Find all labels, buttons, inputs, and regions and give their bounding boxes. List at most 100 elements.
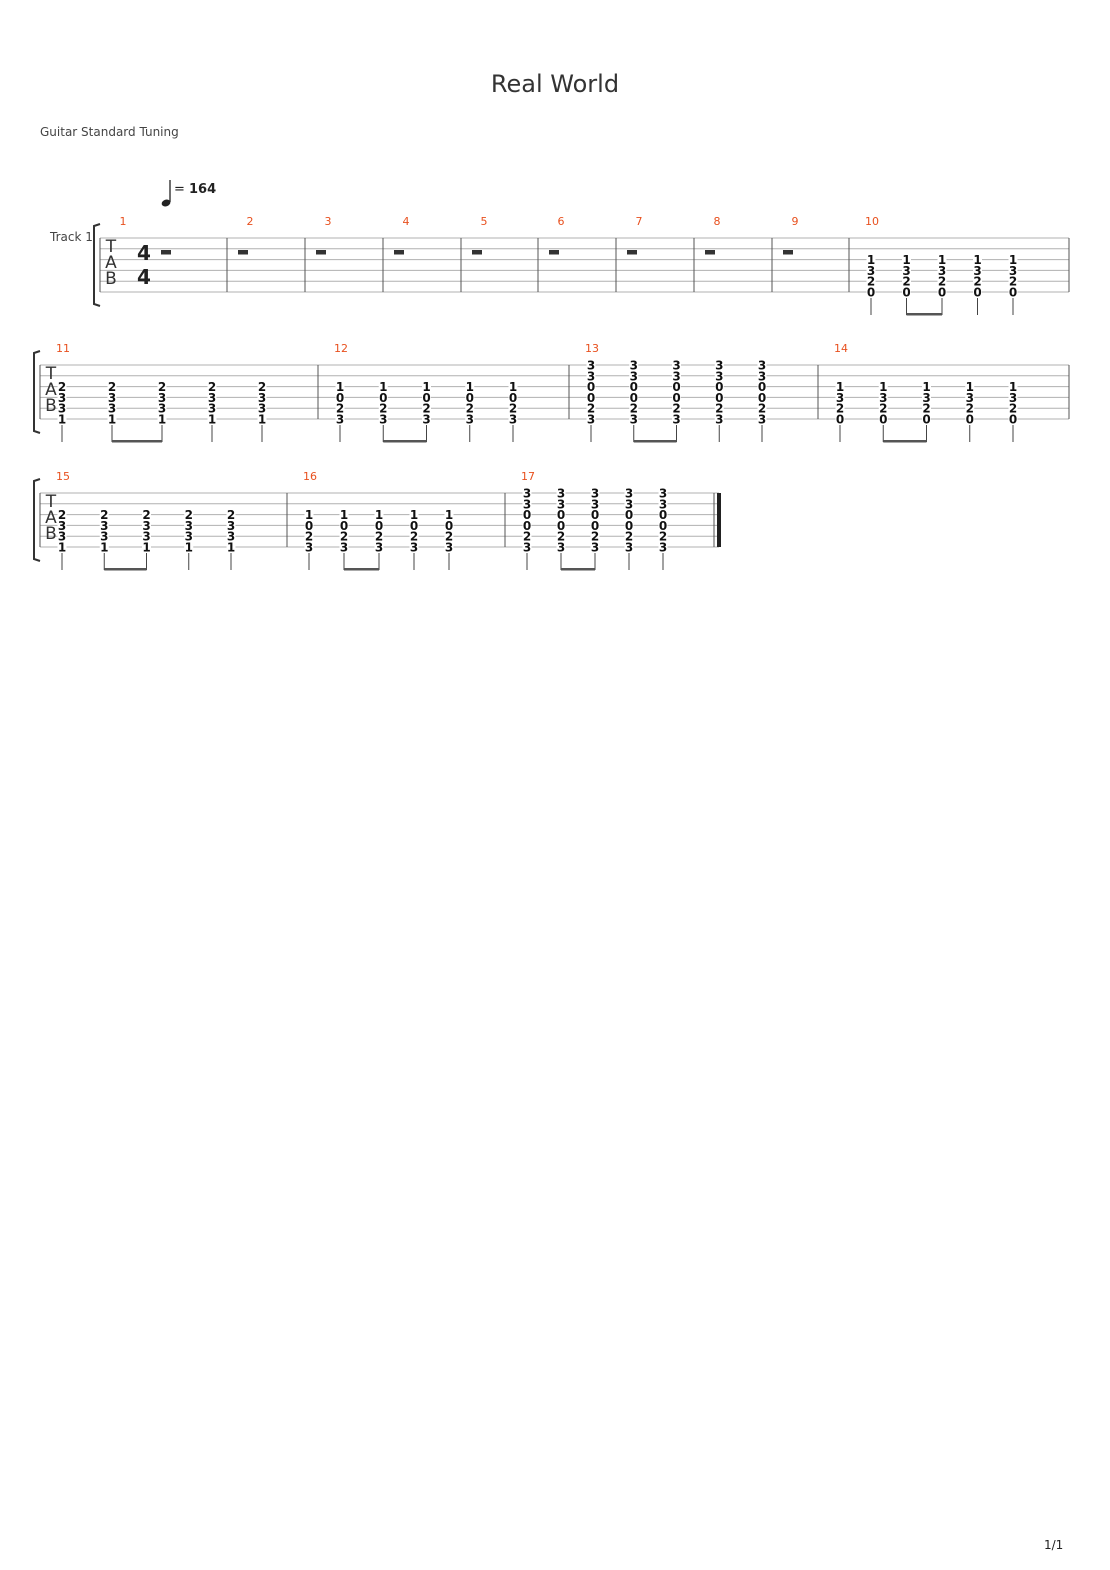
fret-number: 2 xyxy=(557,530,565,544)
fret-number: 3 xyxy=(715,359,723,373)
measure-number: 1 xyxy=(120,215,127,228)
fret-number: 0 xyxy=(715,380,723,394)
fret-number: 3 xyxy=(758,413,766,427)
fret-number: 1 xyxy=(422,380,430,394)
fret-number: 0 xyxy=(379,391,387,405)
fret-bg xyxy=(304,509,314,520)
fret-bg xyxy=(157,392,167,403)
fret-bg xyxy=(107,381,117,392)
fret-number: 3 xyxy=(336,413,344,427)
tab-clef-letter: B xyxy=(105,269,117,289)
system-bracket xyxy=(93,223,101,307)
measure-number: 8 xyxy=(714,215,721,228)
fret-number: 3 xyxy=(879,391,887,405)
fret-bg xyxy=(624,509,634,520)
fret-number: 3 xyxy=(58,519,66,533)
fret-number: 0 xyxy=(591,508,599,522)
fret-bg xyxy=(757,370,767,381)
fret-bg xyxy=(522,498,532,509)
fret-bg xyxy=(207,403,217,414)
fret-number: 1 xyxy=(258,413,266,427)
fret-bg xyxy=(922,403,931,414)
fret-number: 1 xyxy=(867,253,875,267)
fret-bg xyxy=(409,531,419,542)
fret-number: 2 xyxy=(466,402,474,416)
fret-bg xyxy=(866,254,876,265)
fret-number: 0 xyxy=(375,519,383,533)
whole-rest-icon xyxy=(627,250,637,255)
fret-number: 3 xyxy=(158,402,166,416)
fret-bg xyxy=(714,381,724,392)
fret-number: 1 xyxy=(185,541,193,555)
fret-bg xyxy=(629,381,639,392)
fret-bg xyxy=(57,414,67,424)
fret-bg xyxy=(107,392,117,403)
fret-bg xyxy=(586,392,596,403)
fret-number: 0 xyxy=(587,380,595,394)
fret-bg xyxy=(184,531,194,542)
fret-number: 1 xyxy=(902,253,910,267)
fret-number: 0 xyxy=(305,519,313,533)
fret-bg xyxy=(714,370,724,381)
fret-number: 3 xyxy=(100,519,108,533)
fret-number: 0 xyxy=(445,519,453,533)
fret-number: 0 xyxy=(422,391,430,405)
fret-bg xyxy=(624,498,634,509)
fret-bg xyxy=(658,509,668,520)
fret-number: 1 xyxy=(922,380,930,394)
fret-number: 3 xyxy=(158,391,166,405)
measure-number: 15 xyxy=(56,470,70,483)
fret-number: 1 xyxy=(100,541,108,555)
fret-number: 1 xyxy=(410,508,418,522)
fret-number: 0 xyxy=(410,519,418,533)
fret-bg xyxy=(937,276,947,287)
fret-bg xyxy=(99,531,109,542)
fret-bg xyxy=(57,542,67,552)
fret-bg xyxy=(965,403,975,414)
fret-number: 3 xyxy=(625,487,633,501)
fret-bg xyxy=(57,520,67,531)
fret-number: 3 xyxy=(587,359,595,373)
whole-rest-icon xyxy=(549,250,559,255)
beam xyxy=(633,440,677,443)
beam xyxy=(112,440,162,443)
fret-bg xyxy=(409,542,419,552)
fret-number: 2 xyxy=(509,402,517,416)
fret-number: 2 xyxy=(523,530,531,544)
fret-number: 2 xyxy=(966,402,974,416)
fret-number: 0 xyxy=(523,519,531,533)
fret-bg xyxy=(335,392,345,403)
fret-bg xyxy=(339,531,349,542)
fret-bg xyxy=(508,414,518,424)
fret-number: 3 xyxy=(836,391,844,405)
measure-number: 17 xyxy=(521,470,535,483)
fret-bg xyxy=(922,414,931,424)
whole-rest-icon xyxy=(783,250,793,255)
fret-number: 0 xyxy=(966,413,974,427)
fret-bg xyxy=(672,403,681,414)
fret-bg xyxy=(590,542,600,552)
fret-bg xyxy=(339,520,349,531)
fret-bg xyxy=(672,360,681,370)
fret-number: 3 xyxy=(630,413,638,427)
fret-bg xyxy=(902,254,911,265)
fret-number: 0 xyxy=(672,380,680,394)
fret-bg xyxy=(444,509,454,520)
fret-bg xyxy=(1008,265,1018,276)
beam xyxy=(383,440,427,443)
page-number: 1/1 xyxy=(1044,1538,1064,1552)
fret-bg xyxy=(465,381,475,392)
fret-bg xyxy=(157,403,167,414)
fret-bg xyxy=(556,488,566,498)
fret-number: 3 xyxy=(922,391,930,405)
fret-number: 2 xyxy=(715,402,723,416)
fret-bg xyxy=(866,265,876,276)
fret-number: 2 xyxy=(591,530,599,544)
tab-clef-letter: A xyxy=(45,508,57,528)
fret-bg xyxy=(866,287,876,297)
fret-bg xyxy=(629,370,639,381)
fret-bg xyxy=(757,360,767,370)
fret-bg xyxy=(339,509,349,520)
fret-bg xyxy=(1008,381,1018,392)
fret-bg xyxy=(586,414,596,424)
